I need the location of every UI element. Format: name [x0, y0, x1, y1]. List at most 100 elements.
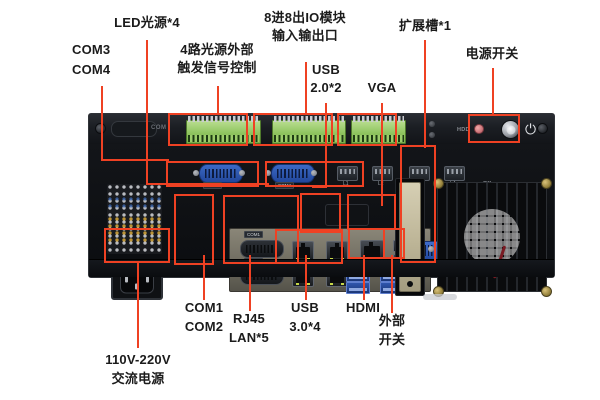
fan-screw	[433, 178, 444, 189]
fan-hub	[464, 209, 520, 265]
rj45-mouth	[330, 247, 344, 258]
label-vga: VGA	[367, 80, 397, 95]
rj45-led	[307, 282, 310, 285]
label-com2: COM2	[184, 319, 224, 334]
db9-screw-nut	[265, 170, 271, 176]
leader-hdmi-vertical	[363, 255, 365, 300]
label-ac-power-line1: 110V-220V	[105, 352, 171, 367]
panel-vent-slot	[423, 294, 457, 300]
usb-tongue	[349, 288, 367, 291]
rj45-mouth	[330, 272, 344, 283]
label-usb20-line1: USB	[311, 62, 341, 77]
label-lan-count: LAN*5	[228, 330, 269, 345]
terminal-screws	[353, 116, 404, 122]
rj45-mouth	[364, 246, 380, 258]
leader-usb30-vertical	[305, 255, 307, 300]
highlight-vga	[347, 194, 396, 230]
highlight-terminal-block-1	[168, 113, 248, 146]
vga-pins	[421, 245, 451, 256]
rj45-led	[307, 257, 310, 260]
terminal-block-2[interactable]	[272, 116, 346, 144]
highlight-ext-switch	[383, 228, 405, 259]
label-io-module-line1: 8进8出IO模块	[264, 10, 346, 25]
db9-screw-nut	[239, 170, 245, 176]
rail-screw-right	[537, 123, 548, 134]
label-usb30-line2: 3.0*4	[289, 319, 321, 334]
led-connector-tag-l1: L1	[343, 181, 349, 187]
highlight-power-switch	[468, 114, 520, 143]
rj45-tab	[301, 243, 305, 248]
rj45-mouth	[296, 247, 310, 258]
highlight-com34	[166, 161, 259, 187]
label-com3: COM3	[72, 42, 111, 57]
label-ac-power-line2: 交流电源	[111, 371, 165, 386]
highlight-terminal-block-3	[337, 113, 397, 146]
panel-screw	[429, 121, 435, 127]
db9-pins	[246, 245, 278, 253]
panel-screw	[429, 132, 435, 138]
hdd-led-indicator	[474, 124, 484, 134]
leader-usb20-horizontal	[312, 186, 327, 188]
terminal-block-1[interactable]	[186, 116, 261, 144]
fan-screw	[541, 286, 552, 297]
highlight-led-connectors	[265, 161, 364, 187]
terminal-screws	[188, 116, 259, 122]
leader-expslot-vertical	[424, 40, 426, 148]
power-icon: ⏻	[525, 121, 537, 137]
iec-pin	[146, 276, 149, 283]
leader-com12-vertical	[203, 255, 205, 300]
rail-screw-left	[95, 123, 106, 134]
label-ext-switch-line2: 开关	[378, 332, 406, 347]
db9-pins	[277, 169, 309, 178]
com1-tag: COM1	[244, 231, 264, 238]
leader-com34-vertical	[101, 86, 103, 161]
iec-pin	[135, 283, 138, 290]
terminal-screws	[274, 116, 344, 122]
label-usb20-line2: 2.0*2	[310, 80, 342, 95]
usb-3-0-port-2[interactable]	[346, 282, 370, 294]
terminal-pins	[353, 135, 404, 142]
connector-pins	[340, 169, 355, 174]
com1-port[interactable]	[240, 240, 284, 258]
leader-io-module-vertical	[305, 62, 307, 115]
label-expansion-slot: 扩展槽*1	[398, 18, 452, 33]
leader-trigger-vertical	[217, 86, 219, 115]
highlight-usb30	[275, 229, 343, 264]
label-io-module-line2: 输入输出口	[271, 28, 338, 43]
leader-com34-horizontal	[101, 159, 169, 161]
leader-power-switch-vertical	[492, 68, 494, 116]
rj45-tab	[335, 243, 339, 248]
terminal-pins	[274, 135, 344, 142]
leader-led-source-vertical	[146, 40, 148, 185]
highlight-expansion-slot	[400, 145, 436, 263]
label-ext-switch-line1: 外部	[378, 313, 406, 328]
leader-ext-switch-vertical	[391, 255, 393, 313]
connector-pins	[412, 169, 427, 174]
label-rj45: RJ45	[233, 311, 265, 326]
db9-pins	[205, 169, 237, 178]
rj45-mouth	[296, 272, 310, 283]
led-source-connector-1[interactable]	[337, 166, 358, 181]
silkscreen-com-label: COM	[151, 125, 167, 131]
chassis-top-rail: COM HDD ⏻	[89, 114, 554, 145]
highlight-terminal-block-2	[253, 113, 333, 146]
hdd-led-label: HDD	[457, 127, 470, 133]
label-power-switch: 电源开关	[465, 46, 519, 61]
label-led-source: LED光源*4	[114, 15, 180, 30]
fan-screw	[541, 178, 552, 189]
vga-screw-nut	[428, 246, 434, 252]
bracket-screw-hole	[407, 281, 413, 287]
led-connector-tag-l2: L2	[378, 181, 384, 187]
highlight-com12	[174, 194, 214, 265]
terminal-pins	[188, 135, 259, 142]
label-trigger-line2: 触发信号控制	[177, 60, 257, 75]
connector-pins	[447, 169, 462, 174]
label-com1: COM1	[184, 300, 224, 315]
label-usb30-line1: USB	[290, 300, 320, 315]
psu-vent-tint-blue	[107, 196, 162, 208]
rj45-tab	[369, 242, 373, 247]
leader-led-source-horizontal	[146, 183, 269, 185]
led-source-connector-4[interactable]	[444, 166, 465, 181]
rj45-led	[330, 257, 333, 260]
